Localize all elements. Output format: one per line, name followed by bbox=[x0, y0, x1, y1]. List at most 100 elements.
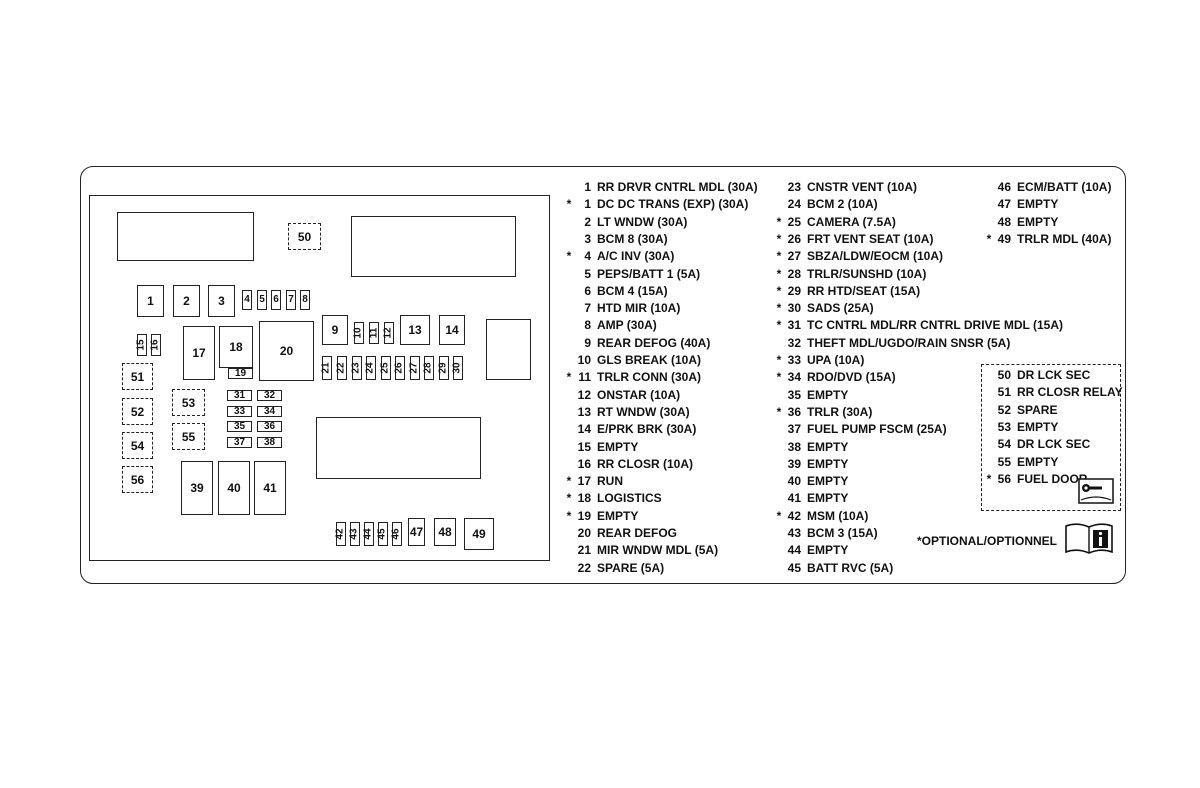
fuse-32: 32 bbox=[257, 390, 282, 401]
legend-number: 24 bbox=[787, 197, 801, 212]
legend-star: * bbox=[776, 266, 782, 281]
fuse-label: 50 bbox=[297, 229, 312, 244]
fuse-25: 25 bbox=[380, 356, 391, 380]
legend-number: 52 bbox=[997, 402, 1011, 417]
legend-star: * bbox=[776, 370, 782, 385]
legend-star: * bbox=[776, 249, 782, 264]
legend-description: MIR WNDW MDL (5A) bbox=[597, 543, 719, 558]
fuse-27: 27 bbox=[409, 356, 420, 380]
legend-number: 3 bbox=[584, 231, 591, 246]
fuse-6: 6 bbox=[271, 290, 281, 310]
fuse-label: 20 bbox=[279, 344, 294, 358]
fuse-label: 29 bbox=[438, 362, 449, 374]
legend-number: 19 bbox=[577, 508, 591, 523]
fuse-label: 46 bbox=[391, 528, 402, 540]
fuse-label: 41 bbox=[263, 481, 277, 495]
fuse-label: 4 bbox=[244, 294, 250, 305]
fuse-label: 47 bbox=[409, 525, 424, 539]
legend-number: 23 bbox=[787, 180, 801, 194]
legend-star: * bbox=[776, 301, 782, 316]
legend-number: 37 bbox=[787, 422, 801, 437]
legend-description: TRLR CONN (30A) bbox=[597, 370, 701, 385]
legend-number: 16 bbox=[577, 456, 591, 471]
legend-star: * bbox=[566, 249, 572, 264]
fuse-26: 26 bbox=[394, 356, 405, 380]
fuse-16: 16 bbox=[150, 334, 161, 356]
fuse-38: 38 bbox=[257, 437, 282, 448]
legend-number: 38 bbox=[787, 439, 801, 454]
legend-number: 18 bbox=[577, 491, 591, 506]
legend-description: TC CNTRL MDL/RR CNTRL DRIVE MDL (15A) bbox=[807, 318, 1063, 333]
fuse-47: 47 bbox=[408, 518, 425, 546]
fuse-label: 9 bbox=[331, 323, 339, 337]
optional-footnote: *OPTIONAL/OPTIONNEL bbox=[917, 534, 1058, 548]
fuse-44: 44 bbox=[363, 522, 374, 546]
legend-number: 46 bbox=[997, 180, 1011, 194]
legend-description: GLS BREAK (10A) bbox=[597, 353, 702, 367]
fuse-label: 42 bbox=[335, 528, 346, 540]
fuse-54: 54 bbox=[122, 432, 153, 459]
fuse-45: 45 bbox=[377, 522, 388, 546]
legend-number: 12 bbox=[577, 387, 591, 402]
legend-description: CAMERA (7.5A) bbox=[807, 214, 896, 229]
legend-description: UPA (10A) bbox=[807, 353, 865, 367]
fuse-5: 5 bbox=[257, 290, 267, 310]
fuse-label: 10 bbox=[353, 327, 364, 339]
legend-description: BATT RVC (5A) bbox=[807, 560, 894, 575]
legend-number: 33 bbox=[787, 353, 801, 367]
legend-number: 34 bbox=[787, 370, 801, 385]
legend-number: 10 bbox=[577, 353, 591, 367]
legend-description: BCM 8 (30A) bbox=[597, 231, 668, 246]
legend-star: * bbox=[986, 471, 992, 486]
fuse-label: 51 bbox=[130, 369, 145, 384]
legend-number: 56 bbox=[997, 471, 1011, 486]
legend-star: * bbox=[776, 214, 782, 229]
legend-number: 42 bbox=[787, 508, 801, 523]
fuse-55: 55 bbox=[172, 423, 205, 450]
fuse-4: 4 bbox=[242, 290, 252, 310]
legend-number: 5 bbox=[584, 266, 591, 281]
legend-number: 7 bbox=[584, 301, 591, 316]
fuse-15: 15 bbox=[136, 334, 147, 356]
legend-number: 44 bbox=[787, 543, 801, 558]
legend-star: * bbox=[566, 197, 572, 212]
legend-description: SBZA/LDW/EOCM (10A) bbox=[807, 249, 943, 264]
legend-number: 11 bbox=[578, 370, 591, 385]
fuse-label: 32 bbox=[263, 389, 276, 401]
legend-description: FUEL PUMP FSCM (25A) bbox=[807, 422, 947, 437]
fuse-23: 23 bbox=[351, 356, 362, 380]
fuse-41: 41 bbox=[254, 461, 286, 515]
fuse-label: 8 bbox=[302, 294, 308, 305]
info-manual-icon bbox=[1064, 522, 1114, 561]
module-block-right bbox=[486, 319, 531, 380]
fuse-22: 22 bbox=[336, 356, 347, 380]
fuse-label: 34 bbox=[263, 405, 276, 417]
legend-star: * bbox=[566, 474, 572, 489]
fuse-14: 14 bbox=[439, 315, 465, 345]
legend-number: 41 bbox=[787, 491, 801, 506]
fuse-label: 45 bbox=[377, 528, 388, 540]
optional-fuses-box bbox=[981, 364, 1121, 511]
fuse-39: 39 bbox=[181, 461, 213, 515]
legend-description: EMPTY bbox=[807, 491, 849, 506]
fuse-51: 51 bbox=[122, 363, 153, 390]
fuse-label: 31 bbox=[233, 389, 246, 401]
fuse-label: 37 bbox=[233, 436, 246, 448]
legend-number: 2 bbox=[584, 214, 591, 229]
fuse-19: 19 bbox=[228, 368, 253, 379]
legend-number: 43 bbox=[787, 526, 801, 540]
legend-number: 54 bbox=[997, 437, 1011, 452]
legend-description: EMPTY bbox=[807, 387, 849, 402]
legend-description: LOGISTICS bbox=[597, 491, 662, 506]
fuse-label: 54 bbox=[130, 438, 145, 453]
legend-number: 14 bbox=[577, 422, 591, 437]
legend-number: 4 bbox=[584, 249, 591, 264]
legend-description: EMPTY bbox=[597, 439, 639, 454]
legend-star: * bbox=[776, 231, 782, 246]
legend-description: TRLR MDL (40A) bbox=[1017, 231, 1112, 246]
legend-star: * bbox=[566, 508, 572, 523]
legend-description: REAR DEFOG bbox=[597, 526, 678, 540]
fuse-label: 48 bbox=[438, 525, 452, 539]
legend-description: ONSTAR (10A) bbox=[597, 387, 681, 402]
